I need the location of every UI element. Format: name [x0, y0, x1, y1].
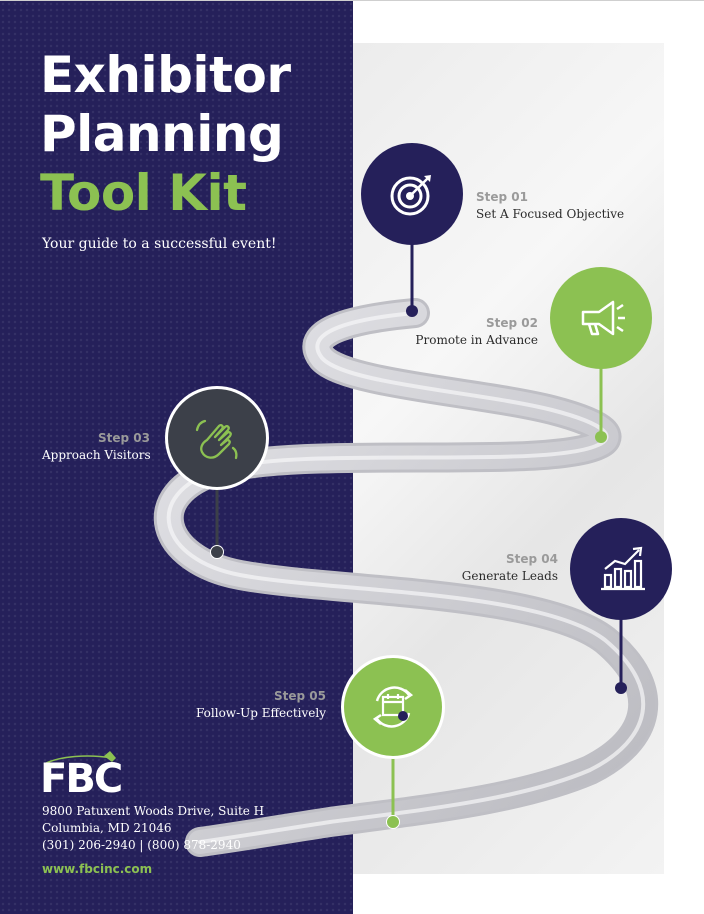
logo-wordmark: FBC [40, 756, 121, 796]
step-05-text: Follow-Up Effectively [196, 706, 326, 720]
pin-dot-step-05 [386, 815, 400, 829]
bar-chart-growth-icon [601, 546, 645, 591]
road-highlight [166, 311, 646, 844]
top-border [0, 0, 704, 1]
title-line-3: Tool Kit [40, 164, 247, 222]
pin-dot-step-04 [615, 682, 627, 694]
step-02-circle [550, 267, 652, 369]
step-01-text: Set A Focused Objective [476, 207, 625, 221]
title-line-1: Exhibitor [40, 46, 291, 104]
step-03-label: Step 03 [98, 431, 150, 445]
right-top-margin [353, 1, 704, 43]
pin-dot-step-02 [595, 431, 607, 443]
pin-dot-step-01 [406, 305, 418, 317]
left-navy-panel [0, 1, 353, 914]
step-03-text: Approach Visitors [42, 448, 151, 462]
pin-dot-step-03 [210, 545, 224, 559]
step-02-label: Step 02 [486, 316, 538, 330]
step-04-text: Generate Leads [461, 569, 558, 583]
logo-swoosh [43, 755, 113, 765]
waving-hand-icon [195, 419, 238, 460]
fbc-logo: FBC [40, 751, 123, 796]
step-03-circle [165, 386, 269, 490]
website-link[interactable]: www.fbcinc.com [42, 862, 153, 876]
subtitle: Your guide to a successful event! [42, 236, 277, 252]
logo-emblem [104, 751, 116, 762]
step-01-circle [361, 143, 463, 245]
step-05-circle [341, 655, 445, 759]
target-icon [390, 175, 431, 216]
step-02-text: Promote in Advance [415, 333, 538, 347]
calendar-cycle-icon [372, 686, 414, 728]
address-line-1: 9800 Patuxent Woods Drive, Suite H [42, 804, 265, 818]
phone-numbers: (301) 206-2940 | (800) 878-2940 [42, 838, 241, 852]
step-05-label: Step 05 [274, 689, 326, 703]
step-04-label: Step 04 [506, 552, 558, 566]
megaphone-icon [581, 300, 625, 336]
step-04-circle [570, 518, 672, 620]
address-line-2: Columbia, MD 21046 [42, 821, 172, 835]
title-line-2: Planning [40, 105, 284, 163]
step-01-label: Step 01 [476, 190, 528, 204]
